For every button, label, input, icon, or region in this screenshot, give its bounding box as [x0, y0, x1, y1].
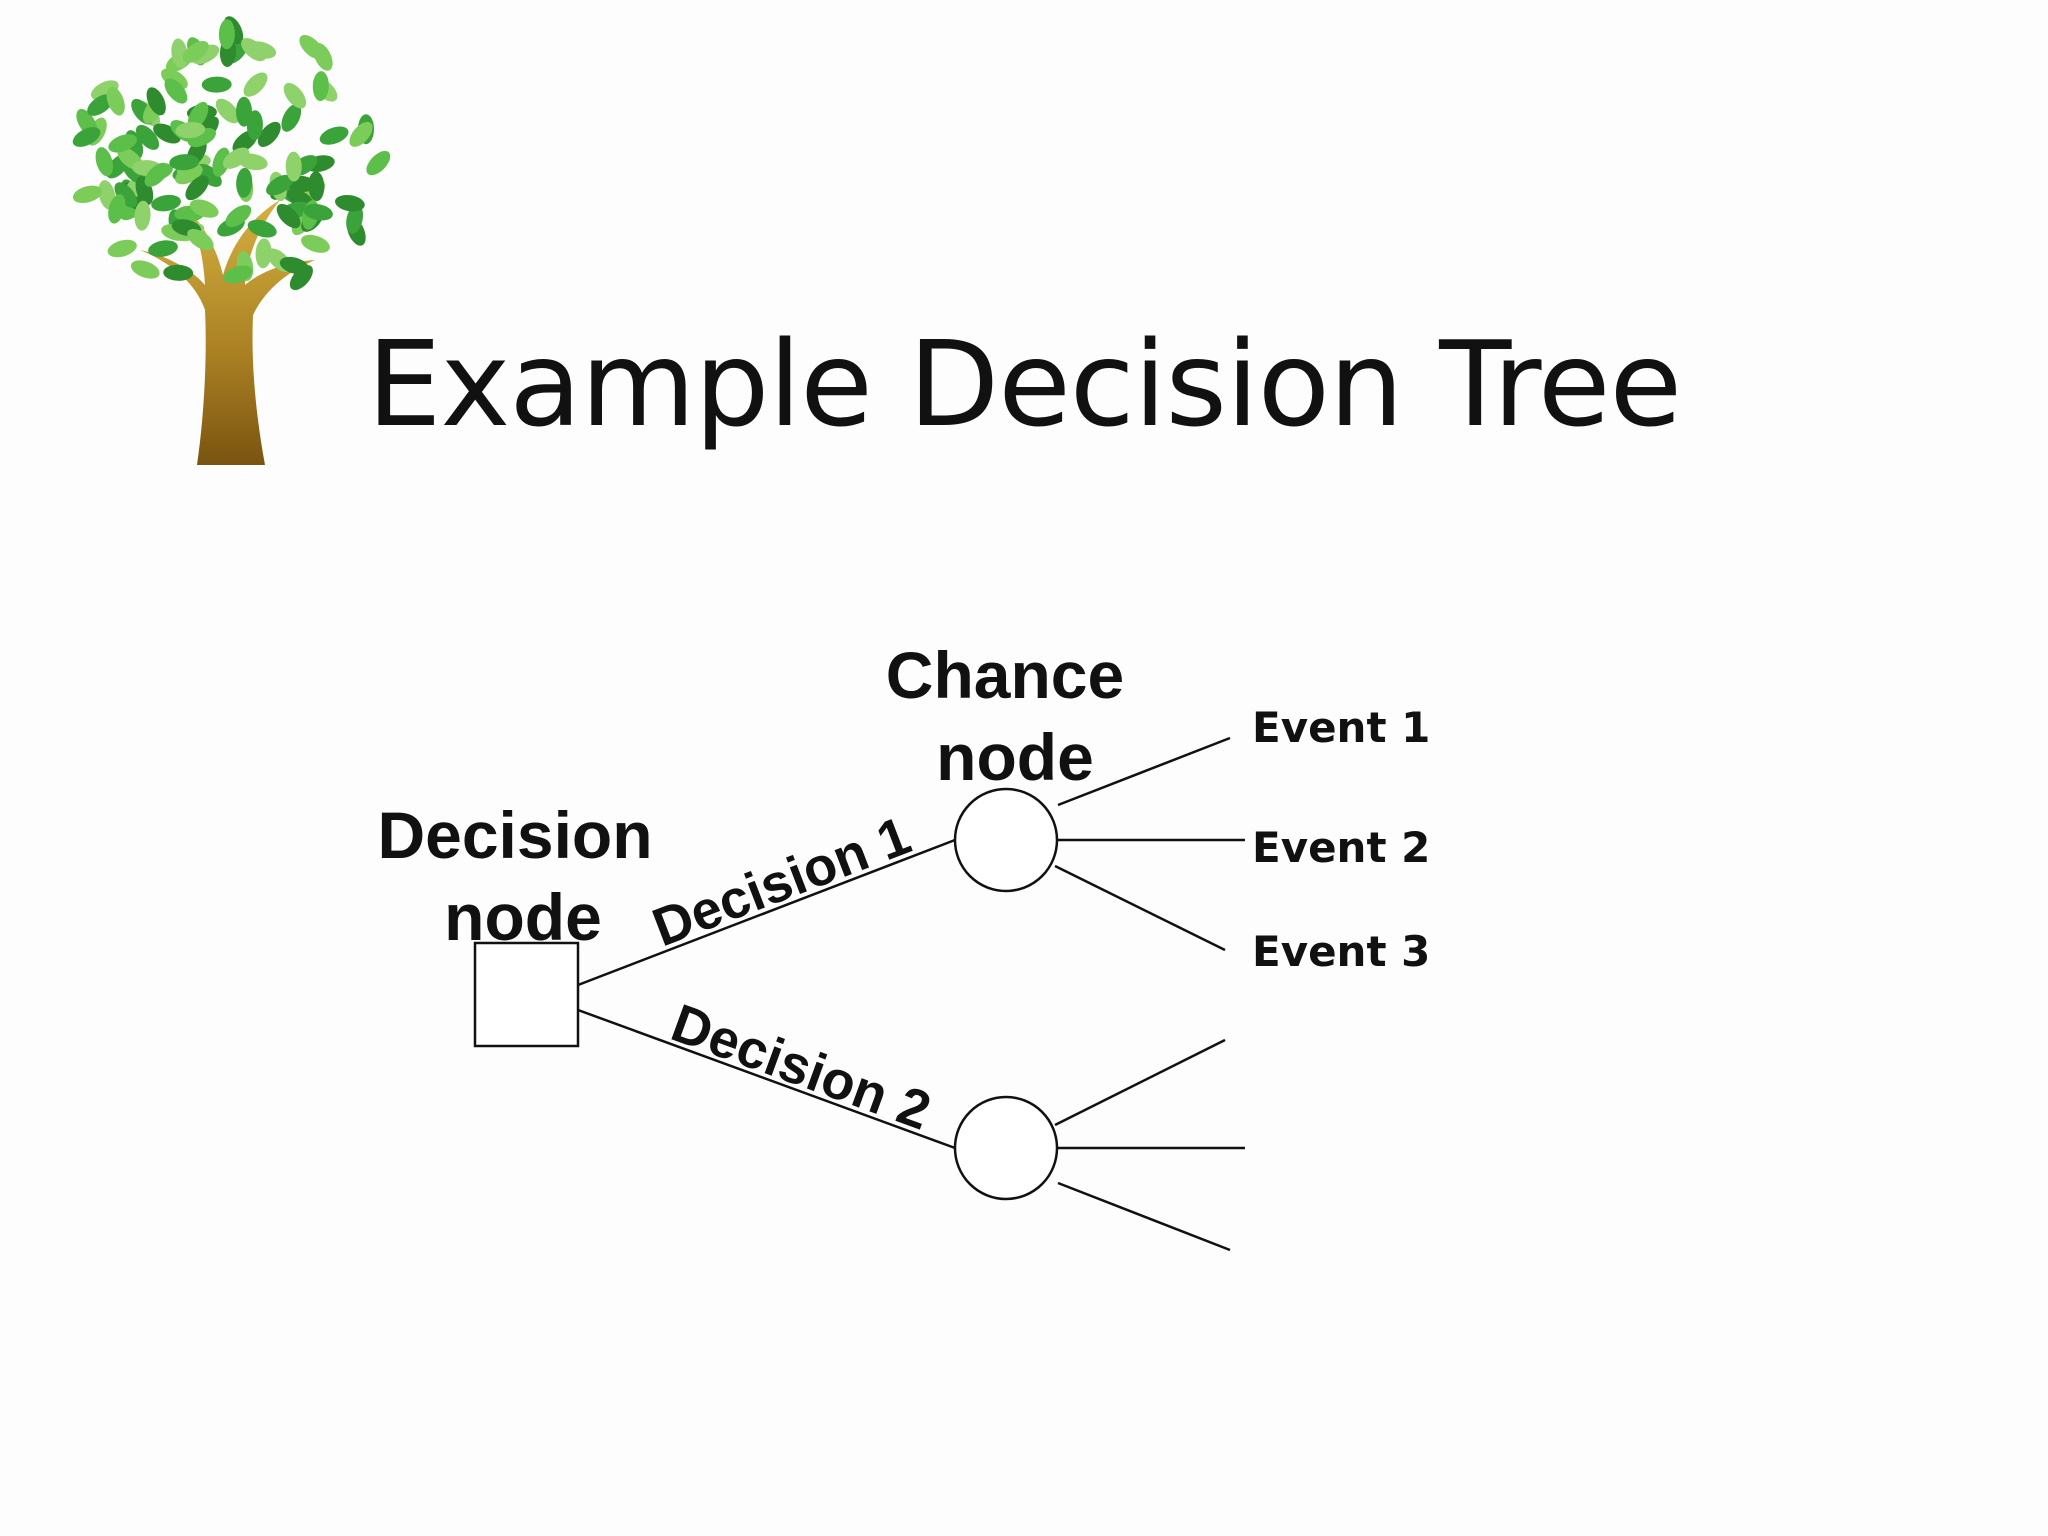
leaf: [163, 264, 194, 281]
leaf: [146, 87, 166, 116]
leaf: [201, 76, 232, 93]
leaf: [266, 174, 294, 196]
leaf: [257, 121, 281, 147]
leaf: [164, 78, 188, 104]
leaf: [134, 200, 151, 231]
leaf: [335, 194, 365, 212]
chance-node-circle-upper: [953, 787, 1059, 893]
leaf: [255, 238, 272, 269]
leaf: [212, 147, 231, 177]
leaf: [299, 34, 324, 60]
decision-1-label: Decision 1: [645, 805, 919, 958]
decision-node-square: [473, 941, 580, 1048]
slide-title: Example Decision Tree: [366, 315, 1682, 453]
leaf: [189, 199, 219, 218]
leaf: [308, 171, 325, 202]
tree-icon: [72, 16, 391, 465]
leaf: [135, 124, 160, 150]
chance-node-label-line-2: node: [936, 720, 1094, 794]
leaf: [130, 260, 160, 279]
leaf: [279, 256, 309, 275]
leaf: [283, 82, 307, 109]
tree-foliage: [72, 16, 391, 291]
decision-node-label-line-1: Decision: [377, 798, 652, 872]
leaf: [114, 182, 138, 208]
chance-node-circle-lower: [953, 1095, 1059, 1201]
leaf: [247, 219, 277, 238]
decision-node-label-line-2: node: [444, 880, 602, 954]
leaf: [196, 163, 222, 187]
leaf: [72, 185, 103, 204]
leaf: [236, 167, 253, 198]
leaf: [222, 147, 250, 169]
leaf: [225, 204, 252, 228]
leaf: [218, 19, 235, 50]
leaf: [187, 228, 214, 251]
event-1-label: Event 1: [1252, 703, 1430, 752]
decision-2-label: Decision 2: [664, 993, 938, 1142]
leaf: [223, 265, 253, 284]
leaf: [346, 204, 364, 234]
leaf: [276, 203, 301, 229]
leaf: [175, 122, 206, 139]
chance-node-label-line-1: Chance: [886, 638, 1124, 712]
leaf: [312, 71, 329, 102]
decision-2-branch: [577, 1008, 956, 1150]
tree-trunk: [140, 200, 315, 465]
leaf: [106, 86, 125, 116]
leaf: [108, 134, 137, 153]
leaf: [72, 127, 101, 147]
leaf: [144, 162, 169, 187]
event-1-edge: [1057, 736, 1231, 807]
leaf: [169, 154, 200, 171]
leaf: [95, 147, 114, 177]
event-3-label: Event 3: [1252, 927, 1430, 976]
leaf: [182, 40, 209, 63]
leaf: [151, 194, 181, 212]
leaf: [319, 126, 349, 145]
leaf: [246, 110, 263, 141]
decision-1-branch: [577, 838, 956, 987]
leaf: [285, 151, 302, 182]
leaf: [300, 234, 330, 253]
leaf: [148, 240, 178, 257]
lower-outcome-edge-3: [1057, 1181, 1231, 1252]
leaf: [107, 239, 137, 258]
leaf: [171, 38, 188, 69]
leaf: [303, 203, 333, 221]
leaf: [108, 194, 126, 224]
leaf: [281, 104, 302, 132]
leaf: [241, 38, 266, 62]
lower-outcome-edge-1: [1054, 1038, 1226, 1127]
leaf: [366, 150, 391, 176]
leaf: [185, 175, 209, 201]
event-2-label: Event 2: [1252, 823, 1430, 872]
leaf: [349, 121, 373, 147]
leaf: [87, 94, 114, 116]
leaf: [160, 68, 188, 90]
event-3-edge: [1054, 864, 1226, 952]
leaf: [215, 98, 240, 124]
leaf: [243, 72, 268, 97]
